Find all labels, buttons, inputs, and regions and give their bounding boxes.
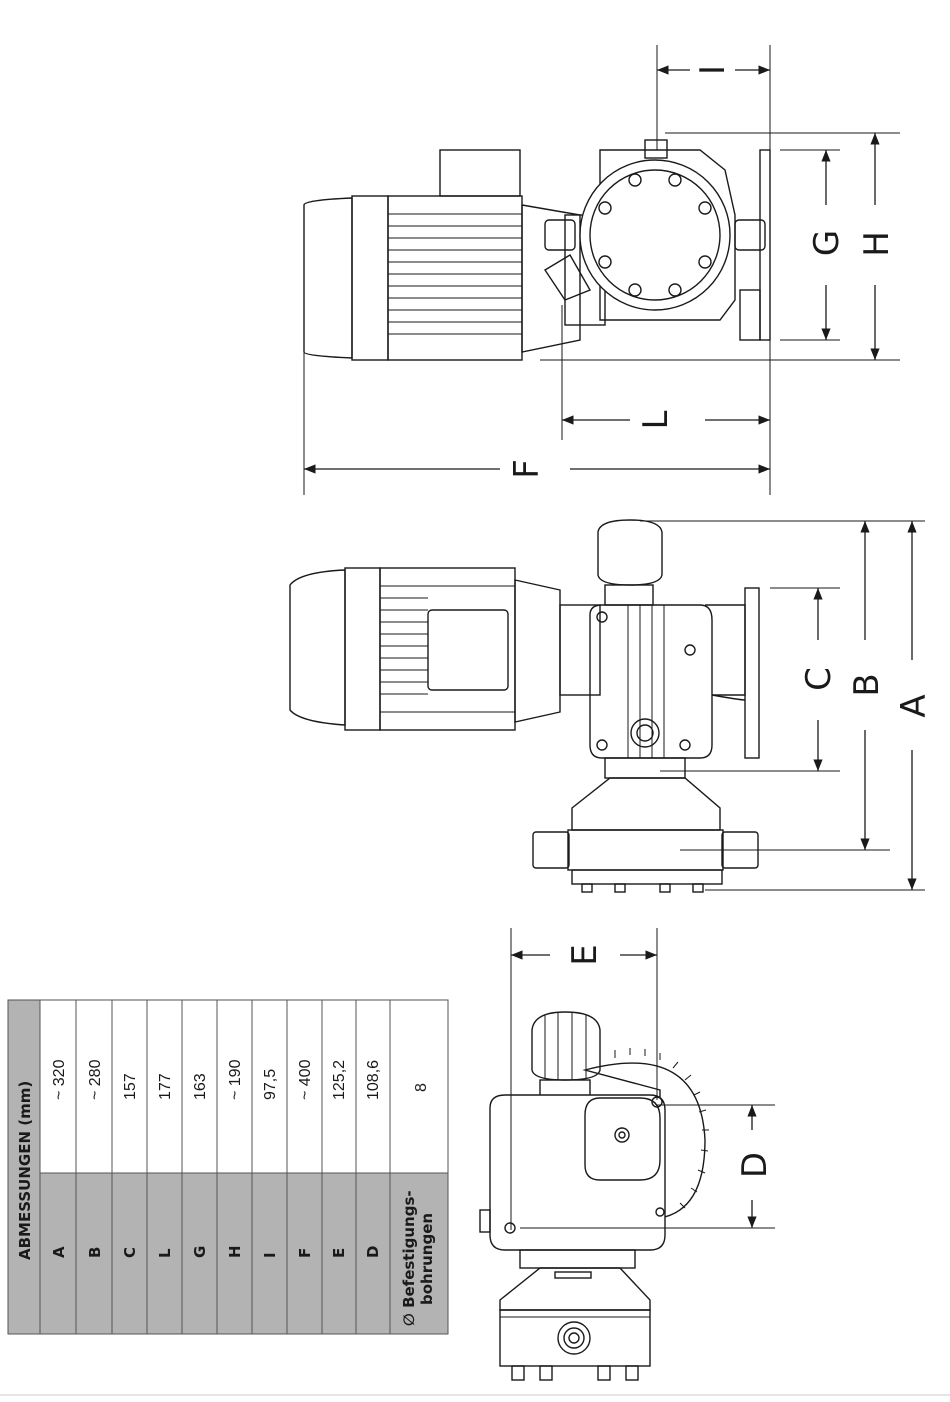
dimension-label-a: A (894, 694, 934, 717)
table-value: 163 (192, 1073, 209, 1100)
table-key: D (364, 1246, 382, 1258)
dimensions-table: ABMESSUNGEN (mm) A ~ 320 B ~ 280 C 157 L… (8, 1000, 448, 1334)
table-value: 157 (122, 1073, 139, 1100)
table-holes-label: ∅ Befestigungs- (400, 1190, 418, 1326)
table-key: E (330, 1248, 348, 1258)
dimension-label-d: D (735, 1152, 775, 1178)
dimension-label-l: L (636, 410, 676, 429)
table-holes-value: 8 (413, 1083, 430, 1092)
table-key: G (191, 1246, 209, 1258)
table-value: 108,6 (365, 1060, 382, 1100)
dimension-g: G (780, 150, 847, 340)
dimension-label-f: F (507, 459, 547, 479)
table-value: 97,5 (262, 1069, 279, 1100)
dimension-b: B (640, 521, 890, 850)
pump-view-side (290, 520, 759, 892)
table-key: L (156, 1248, 174, 1258)
dimension-label-e: E (565, 944, 605, 965)
table-key: H (226, 1245, 244, 1258)
table-holes-label: bohrungen (418, 1213, 436, 1305)
dimension-label-c: C (799, 667, 839, 691)
dimension-c: C (660, 588, 840, 771)
table-value: ~ 190 (227, 1059, 244, 1100)
dimension-f: F (304, 305, 770, 495)
table-value: 177 (157, 1073, 174, 1100)
table-key: A (50, 1246, 68, 1258)
table-key: I (261, 1252, 279, 1258)
table-value: ~ 320 (51, 1059, 68, 1100)
pump-view-front (480, 1012, 709, 1380)
dimension-a: A (705, 521, 934, 890)
dimension-label-i: I (693, 65, 733, 75)
table-title: ABMESSUNGEN (mm) (16, 1081, 34, 1260)
table-value: 125,2 (331, 1060, 348, 1100)
table-key: B (86, 1247, 104, 1258)
dimension-label-b: B (847, 673, 887, 696)
table-value: ~ 280 (87, 1059, 104, 1100)
dimension-label-h: H (857, 231, 897, 257)
table-key: C (121, 1247, 139, 1258)
pump-view-top (304, 140, 770, 360)
dimension-label-g: G (807, 230, 847, 256)
table-value: ~ 400 (297, 1059, 314, 1100)
table-key: F (296, 1248, 314, 1258)
